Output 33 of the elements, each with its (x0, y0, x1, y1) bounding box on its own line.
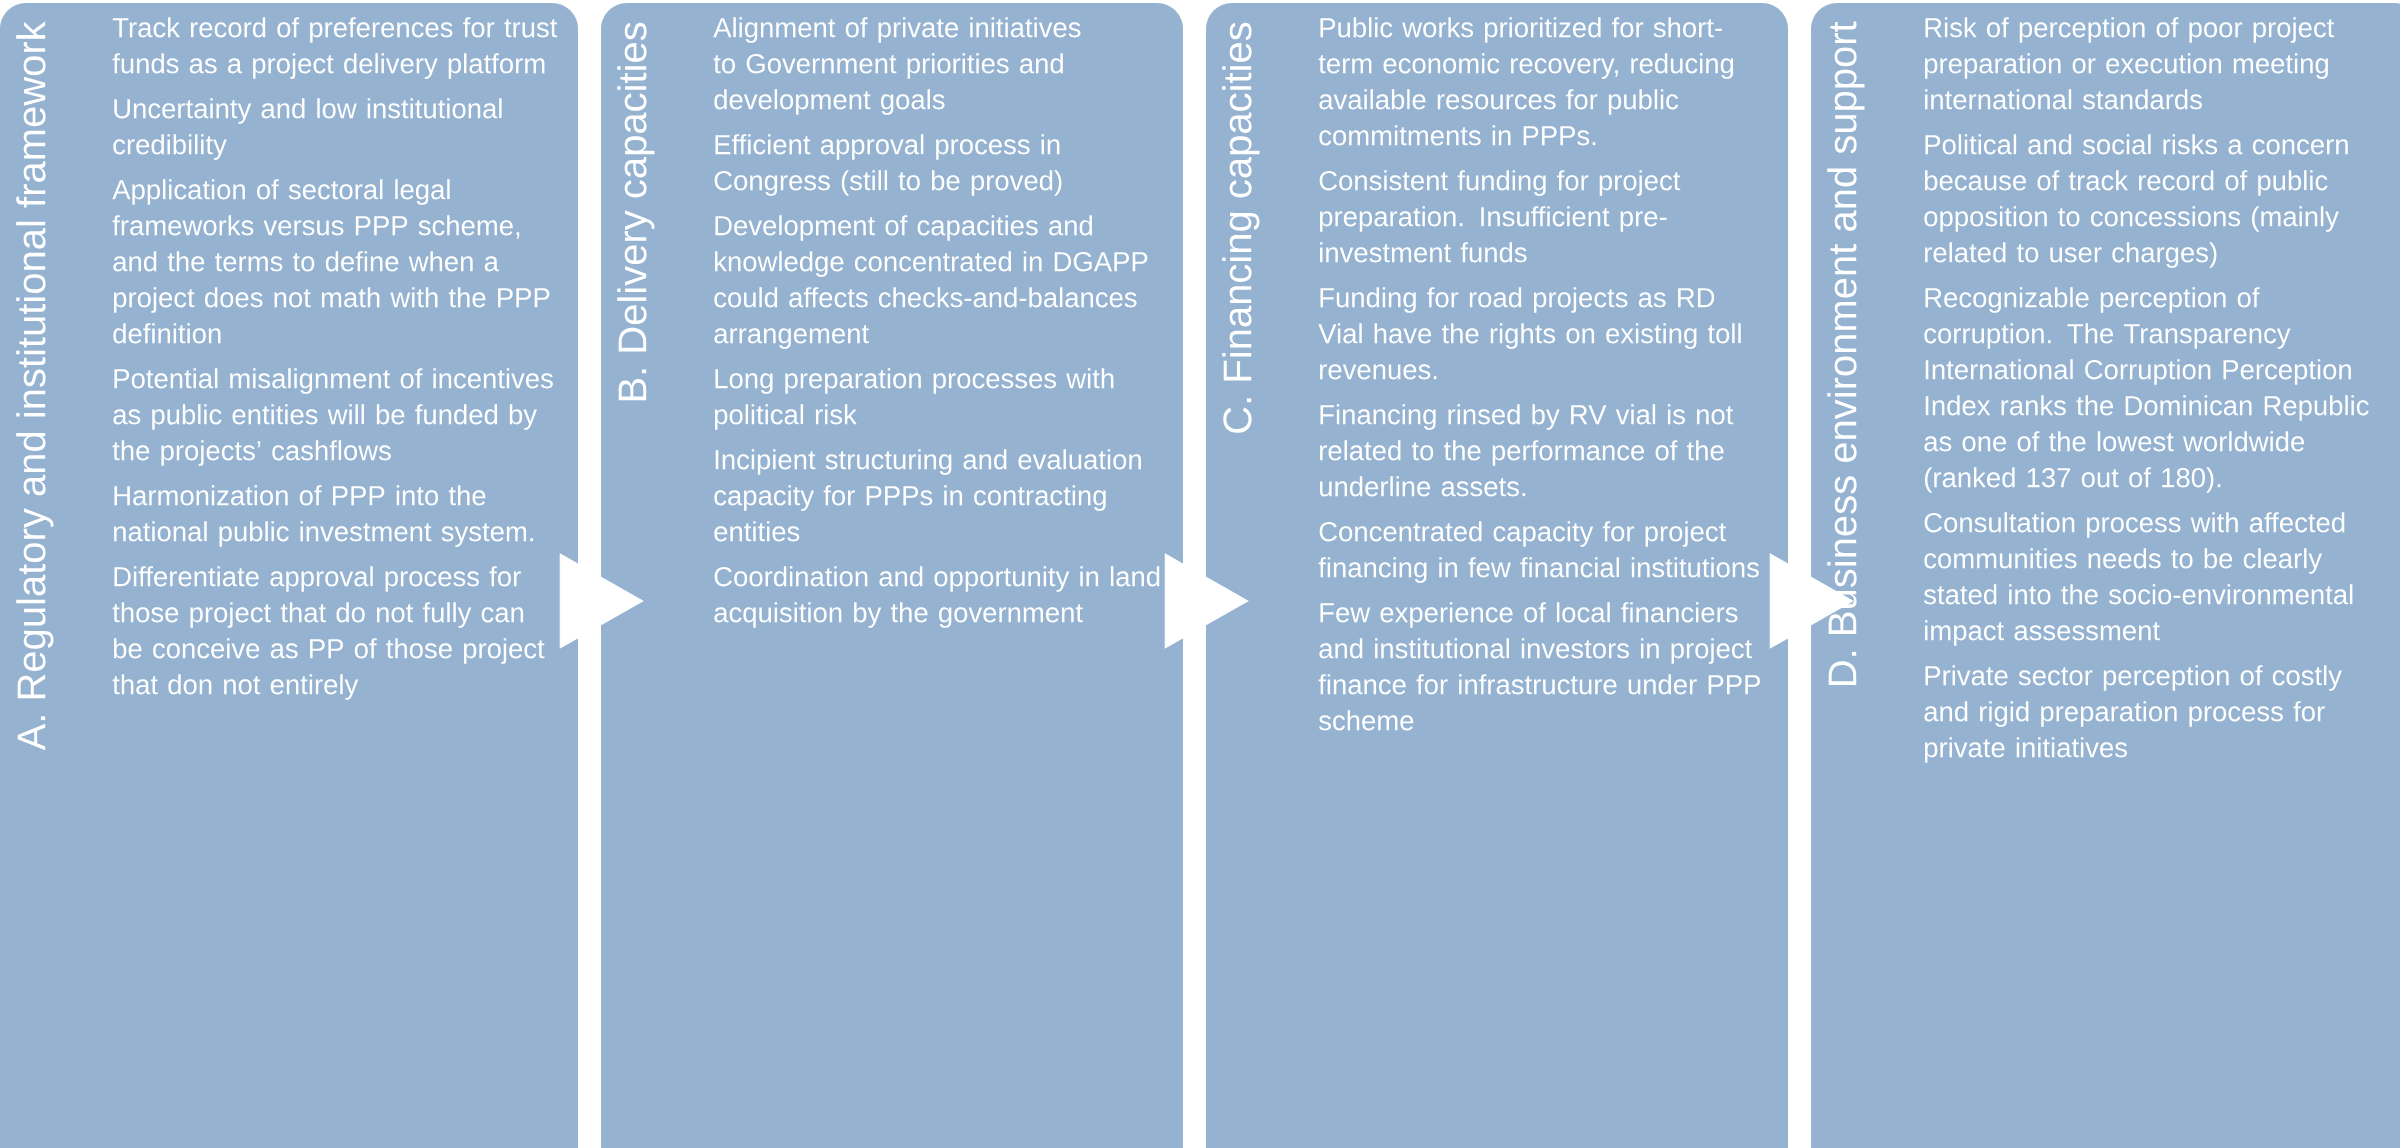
item-text: Recognizable perception of corruption. The Transparency International Corruption Perception Index ranks the Dominican Republic as one of the lowest worldwide (ranked 137 out of 180). (1924, 287, 2369, 493)
panel-heading: C. Financing capacities (1222, 22, 1260, 433)
item-text: Risk of perception of poor project preparation or execution meeting international standards (1925, 17, 2335, 110)
item-text: Coordination and opportunity in land acquisition by the government (714, 566, 1160, 628)
item-text: Few experience of local financiers and institutional investors in project finance for infrastructure under PPP scheme (1318, 602, 1760, 731)
panel (0, 3, 578, 1148)
item-text: Development of capacities and knowledge concentrated in DGAPP could affects checks-and-balances arrangement (714, 215, 1148, 349)
item-text: Funding for road projects as RD Vial have the rights on existing toll revenues. (1318, 287, 1741, 380)
item-text: Consistent funding for project preparation. Insufficient pre-investment funds (1319, 170, 1681, 263)
item-text: Harmonization of PPP into the national public investment system. (114, 485, 533, 547)
item-text: Long preparation processes with political risk (715, 368, 1114, 430)
item-text: Public works prioritized for short-term economic recovery, reducing available resources for public commitments in PPPs. (1318, 17, 1734, 146)
item-text: Political and social risks a concern because of track record of public opposition to concessions (mainly related to user charges) (1924, 134, 2348, 268)
item-text: Concentrated capacity for project financing in few financial institutions (1318, 521, 1759, 583)
chevron-arrow (1164, 553, 1249, 649)
item-text: Differentiate approval process for those project that do not fully can be conceive as PP of those project that don not entirely (112, 566, 545, 700)
chevron-arrow (1769, 553, 1854, 649)
item-text: Consultation process with affected communities needs to be clearly stated into the socio-environmental impact assessment (1924, 512, 2353, 646)
item-text: Potential misalignment of incentives as public entities will be funded by the projects’ cashflows (112, 368, 553, 466)
chevron-arrow (559, 553, 644, 649)
item-text: Alignment of private initiatives to Government priorities and development goals (713, 17, 1081, 115)
panel (601, 3, 1183, 1148)
item-text: Incipient structuring and evaluation capacity for PPPs in contracting entities (714, 449, 1141, 542)
item-text: Application of sectoral legal frameworks versus PPP scheme, and the terms to define when a project does not math with the PPP definition (112, 179, 550, 344)
panel (1206, 3, 1789, 1148)
panel (1811, 3, 2400, 1148)
item-text: Uncertainty and low institutional credibility (113, 98, 502, 160)
item-text: Efficient approval process in Congress (still to be proved) (714, 134, 1062, 196)
item-text: Private sector perception of costly and rigid preparation process for private initiatives (1924, 665, 2342, 763)
item-text: Track record of preferences for trust funds as a project delivery platform (112, 17, 558, 79)
item-text: Financing rinsed by RV vial is not related to the performance of the underline assets. (1320, 404, 1734, 497)
panel-heading: A. Regulatory and institutional framework (16, 21, 54, 751)
panel-heading: B. Delivery capacities (617, 22, 655, 401)
